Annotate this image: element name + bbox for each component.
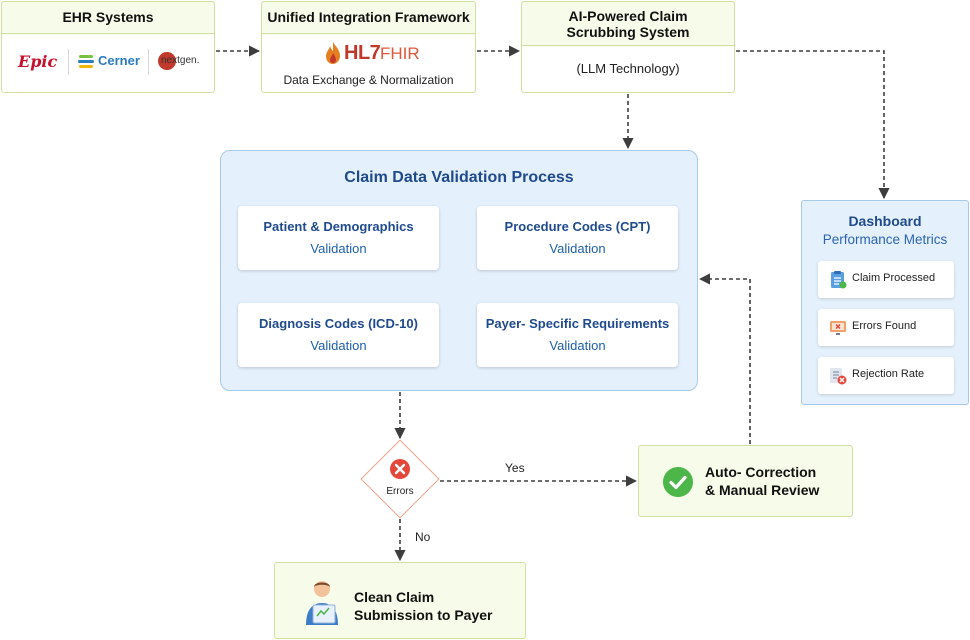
validation-card-payer: Payer- Specific Requirements Validation	[477, 303, 678, 367]
integration-framework-title: Unified Integration Framework	[262, 2, 475, 34]
validation-process-box: Claim Data Validation Process Patient & …	[220, 150, 698, 391]
validation-card-title: Diagnosis Codes (ICD-10)	[259, 316, 418, 331]
person-with-document-icon	[306, 581, 338, 625]
clipboard-check-icon	[831, 271, 847, 289]
nextgen-logo-icon	[158, 52, 176, 70]
clean-claim-text: Clean Claim Submission to Payer	[354, 588, 492, 624]
check-circle-icon	[663, 467, 693, 497]
integration-framework-box: Unified Integration Framework HL7 FHIR D…	[261, 1, 476, 93]
ai-subtitle: (LLM Technology)	[576, 61, 680, 76]
ai-body: (LLM Technology)	[522, 47, 734, 92]
nextgen-logo: nextgen.	[161, 55, 200, 66]
ehr-systems-box: EHR Systems Epic Cerner nextgen.	[1, 1, 215, 93]
metric-label: Errors Found	[852, 320, 917, 332]
ehr-logos-area: Epic Cerner nextgen.	[2, 35, 214, 92]
cerner-logo-icon	[78, 55, 94, 68]
validation-card-subtitle: Validation	[310, 338, 367, 353]
fhir-logo-text: FHIR	[380, 44, 420, 63]
hl7-flame-icon	[326, 42, 340, 64]
validation-card-subtitle: Validation	[549, 241, 606, 256]
dashboard-box: Dashboard Performance Metrics Claim Proc…	[801, 200, 969, 405]
auto-correction-line2: & Manual Review	[705, 482, 820, 498]
integration-body: HL7 FHIR Data Exchange & Normalization	[262, 35, 475, 92]
dashboard-subtitle: Performance Metrics	[822, 232, 948, 247]
logo-divider	[148, 49, 149, 75]
hl7-logo-text: HL7	[344, 42, 381, 64]
validation-card-subtitle: Validation	[310, 241, 367, 256]
validation-card-subtitle: Validation	[549, 338, 606, 353]
arrow-ai-to-dashboard	[736, 50, 890, 200]
auto-correction-box: Auto- Correction & Manual Review	[638, 445, 853, 517]
error-x-icon	[390, 459, 410, 479]
integration-subtitle: Data Exchange & Normalization	[283, 73, 454, 87]
validation-card-patient: Patient & Demographics Validation	[238, 206, 439, 270]
ai-title-line2: Scrubbing System	[566, 24, 690, 40]
metric-claim-processed: Claim Processed	[818, 261, 954, 298]
edge-label-no: No	[415, 530, 431, 544]
ai-box-title: AI-Powered Claim Scrubbing System	[522, 2, 734, 46]
validation-card-diagnosis: Diagnosis Codes (ICD-10) Validation	[238, 303, 439, 367]
auto-correction-line1: Auto- Correction	[705, 464, 817, 480]
dashboard-title: Dashboard	[848, 213, 922, 229]
errors-decision: Errors	[360, 439, 440, 519]
validation-card-title: Payer- Specific Requirements	[485, 316, 670, 331]
ai-claim-scrubbing-box: AI-Powered Claim Scrubbing System (LLM T…	[521, 1, 735, 93]
epic-logo: Epic	[18, 52, 58, 71]
clean-claim-line1: Clean Claim	[354, 589, 435, 605]
validation-card-procedure: Procedure Codes (CPT) Validation	[477, 206, 678, 270]
cerner-logo: Cerner	[98, 53, 140, 68]
validation-process-title: Claim Data Validation Process	[344, 169, 574, 186]
metric-label: Claim Processed	[852, 272, 936, 284]
error-screen-icon	[830, 321, 846, 335]
edge-label-yes: Yes	[505, 461, 525, 475]
metric-errors-found: Errors Found	[818, 309, 954, 346]
metric-label: Rejection Rate	[852, 368, 925, 380]
document-reject-icon	[830, 368, 847, 385]
validation-card-title: Patient & Demographics	[263, 219, 414, 234]
ehr-systems-title: EHR Systems	[2, 2, 214, 34]
auto-correction-text: Auto- Correction & Manual Review	[705, 463, 819, 499]
logo-divider	[68, 49, 69, 75]
metric-rejection-rate: Rejection Rate	[818, 357, 954, 394]
arrow-autocorrection-back	[698, 273, 751, 444]
clean-claim-line2: Submission to Payer	[354, 607, 493, 623]
decision-label: Errors	[386, 486, 414, 497]
ai-title-line1: AI-Powered Claim	[568, 8, 688, 24]
validation-card-title: Procedure Codes (CPT)	[504, 219, 651, 234]
clean-claim-box: Clean Claim Submission to Payer	[274, 562, 526, 639]
